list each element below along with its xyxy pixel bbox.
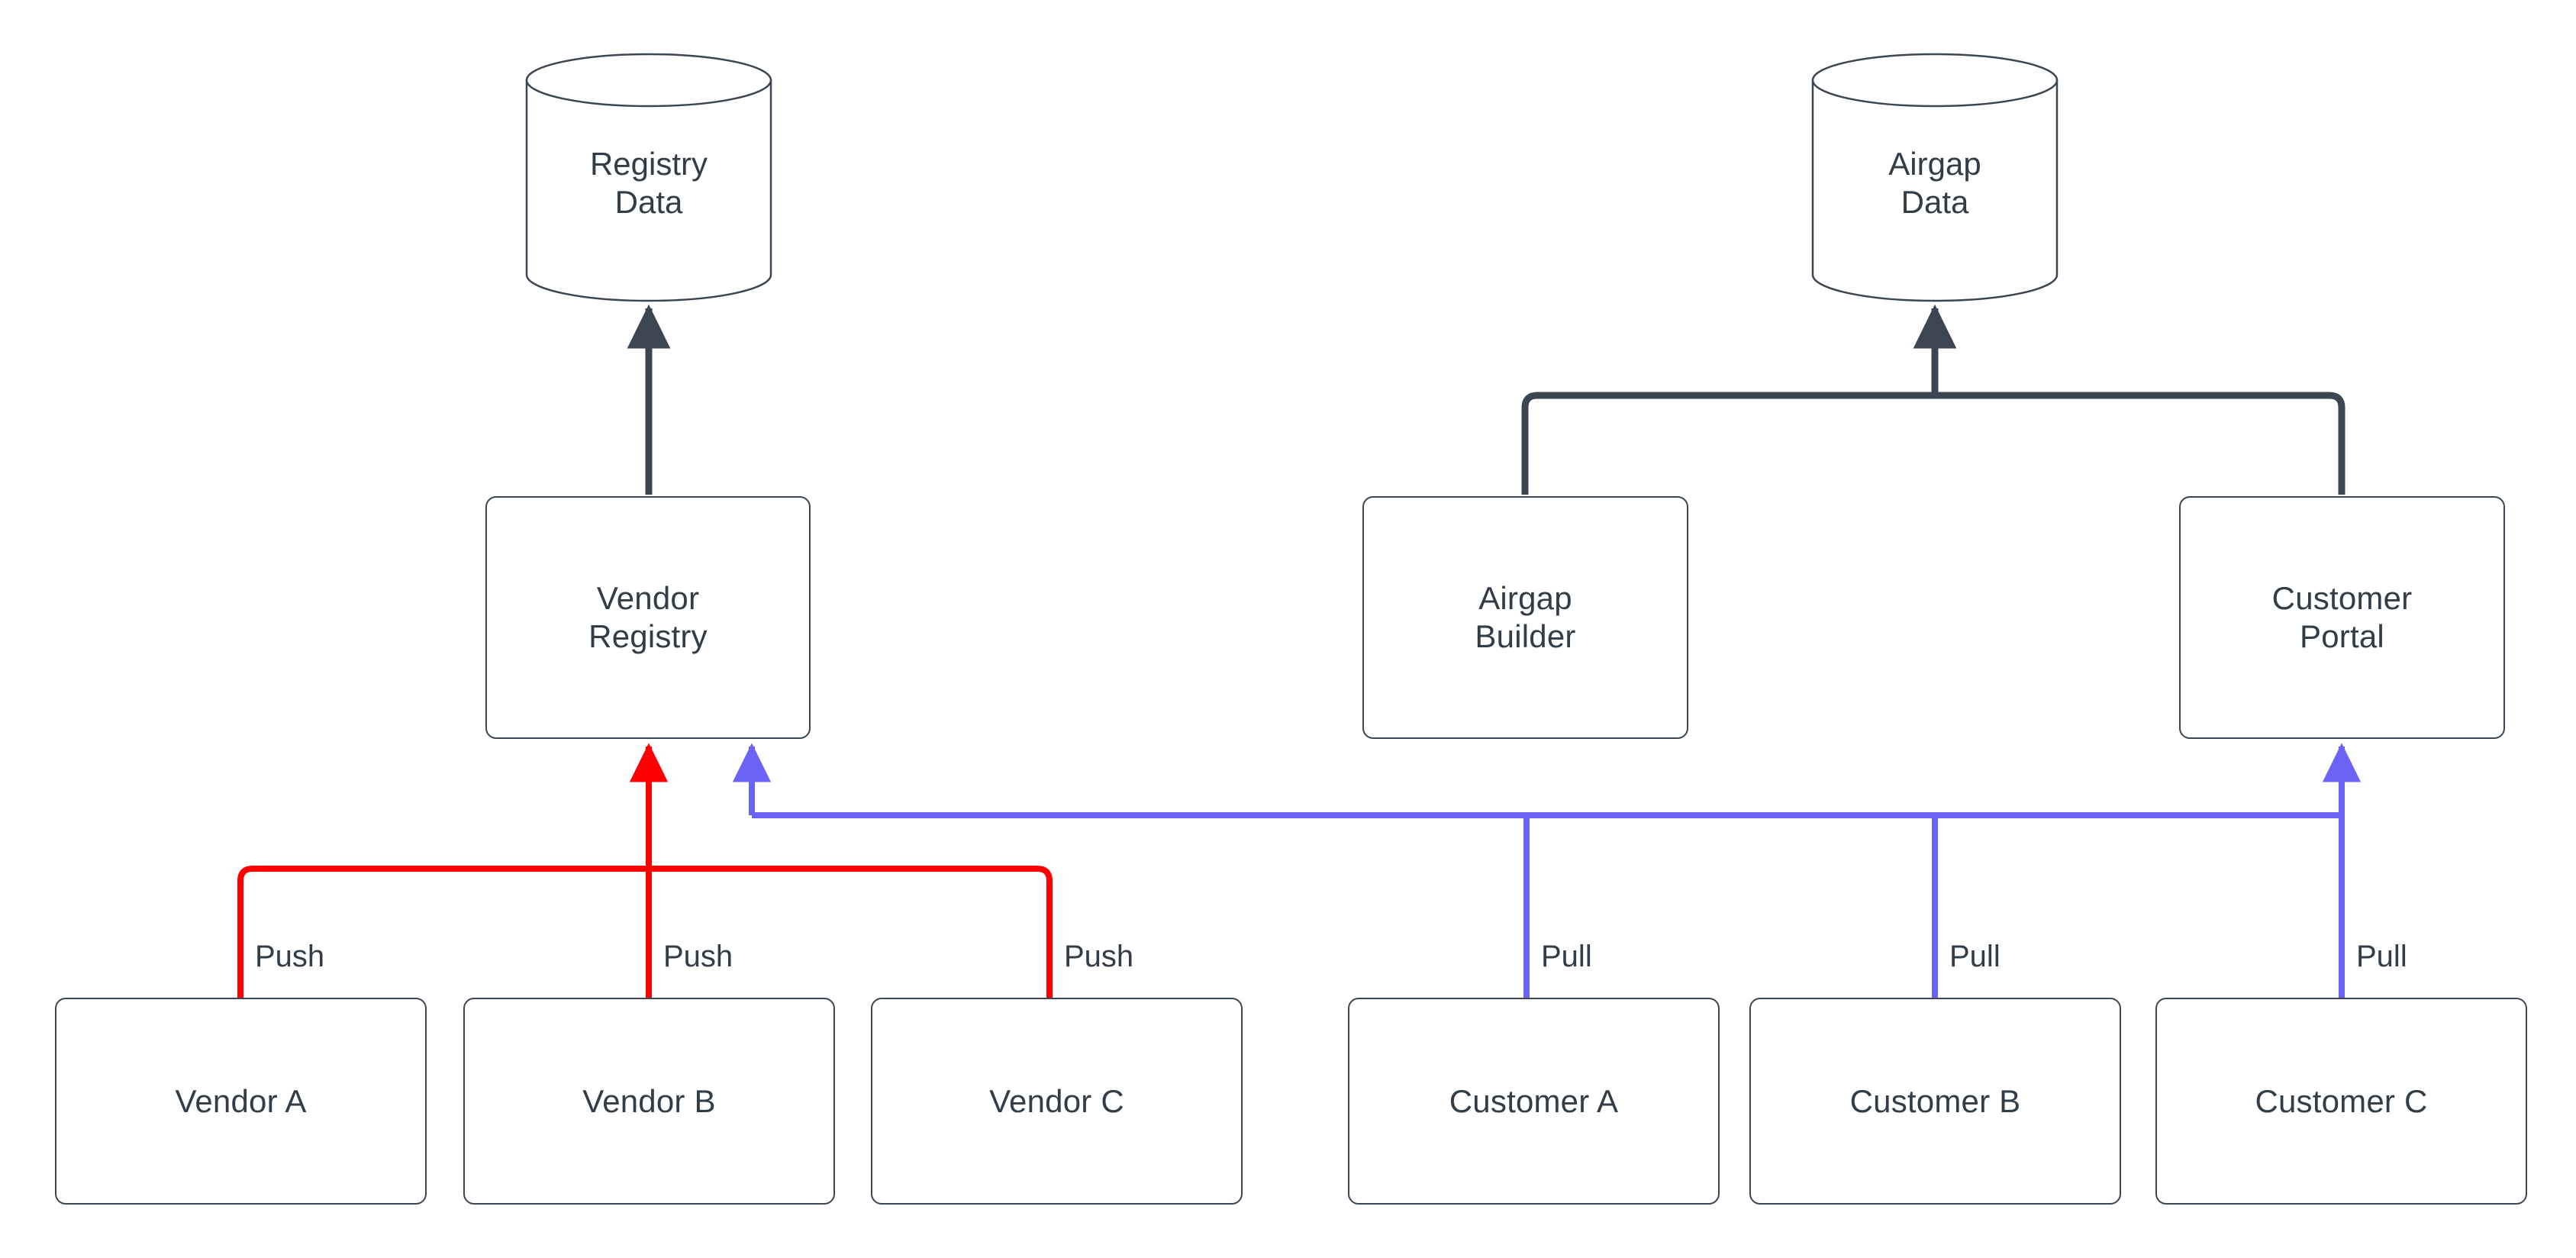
edge-label-push-vendor-b: Push [663,940,733,973]
node-vendor-a-label: Vendor A [175,1082,307,1119]
node-customer-a-label: Customer A [1449,1082,1619,1119]
edge-airgap-builder-to-bus [1521,392,1935,495]
node-vendor-registry-line1: Vendor [596,580,700,617]
node-customer-a[interactable]: Customer A [1348,998,1720,1205]
node-airgap-builder-line1: Airgap [1478,580,1572,617]
node-vendor-registry-line2: Registry [588,618,708,654]
edge-label-push-vendor-c: Push [1064,940,1134,973]
node-customer-c-label: Customer C [2255,1082,2428,1119]
edge-label-pull-customer-c: Pull [2356,940,2407,973]
node-customer-b-label: Customer B [1849,1082,2021,1119]
node-vendor-a[interactable]: Vendor A [55,998,427,1205]
node-customer-c[interactable]: Customer C [2155,998,2527,1205]
edge-label-push-vendor-a: Push [255,940,325,973]
edge-vendor-c-push [649,866,1053,998]
edge-label-pull-customer-b: Pull [1949,940,2001,973]
node-airgap-builder-line2: Builder [1475,618,1576,654]
node-customer-portal-line2: Portal [2300,618,2384,654]
edge-vendor-a-push [237,866,649,998]
node-airgap-builder[interactable]: Airgap Builder [1362,496,1688,739]
edge-label-pull-customer-a: Pull [1541,940,1592,973]
node-vendor-c[interactable]: Vendor C [871,998,1243,1205]
node-customer-portal[interactable]: Customer Portal [2179,496,2505,739]
edge-customer-portal-to-bus [1935,392,2345,495]
airgap-data-cylinder-shape [1811,53,2059,302]
node-customer-portal-line1: Customer [2271,580,2413,617]
registry-data-cylinder-shape [525,53,772,302]
node-vendor-registry[interactable]: Vendor Registry [485,496,811,739]
node-vendor-b[interactable]: Vendor B [463,998,835,1205]
node-vendor-b-label: Vendor B [582,1082,716,1119]
node-vendor-c-label: Vendor C [989,1082,1124,1119]
node-customer-b[interactable]: Customer B [1749,998,2121,1205]
